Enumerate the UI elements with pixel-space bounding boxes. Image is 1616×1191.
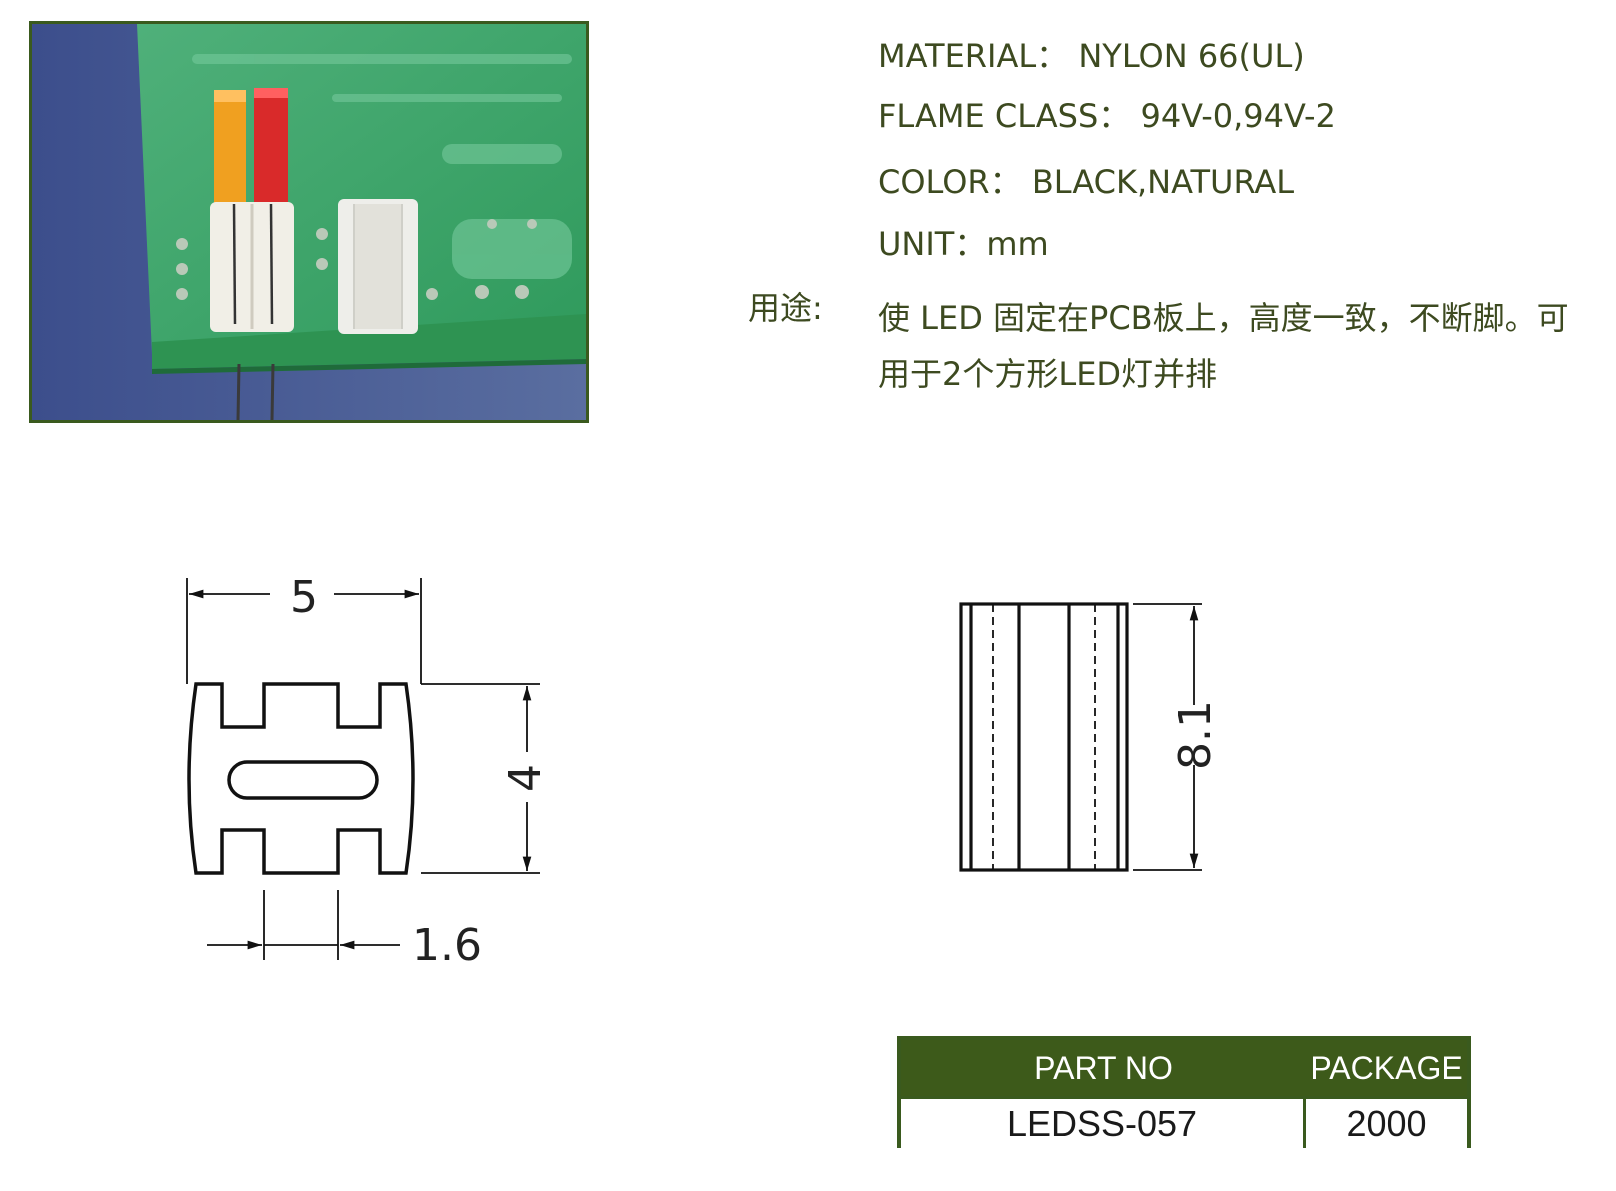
- top-view-outline: [187, 682, 415, 875]
- cell-package: 2000: [1346, 1102, 1427, 1144]
- material-spec: MATERIAL： NYLON 66(UL): [878, 37, 1305, 75]
- dim-width-label: 5: [290, 572, 318, 623]
- usage-text: 使 LED 固定在PCB板上，高度一致，不断脚。可用于2个方形LED灯并排: [878, 299, 1569, 393]
- header-part-no: PART NO: [1034, 1049, 1173, 1086]
- usage-label: 用途:: [748, 289, 823, 327]
- part-table: PART NO PACKAGE LEDSS-057 2000: [897, 1036, 1471, 1148]
- table-header-row: PART NO PACKAGE: [901, 1040, 1467, 1096]
- table-row: LEDSS-057 2000: [901, 1096, 1467, 1148]
- side-view-outline: [959, 602, 1129, 872]
- color-spec: COLOR： BLACK,NATURAL: [878, 163, 1295, 201]
- product-photo: [29, 21, 589, 423]
- dim-slot-label: 1.6: [412, 920, 482, 971]
- flame-class-spec: FLAME CLASS： 94V-0,94V-2: [878, 97, 1336, 135]
- header-package: PACKAGE: [1310, 1049, 1463, 1086]
- dim-length-label: 8.1: [1170, 700, 1221, 770]
- cell-part-no: LEDSS-057: [901, 1099, 1306, 1148]
- unit-spec: UNIT：mm: [878, 225, 1049, 263]
- dim-height-label: 4: [500, 764, 551, 792]
